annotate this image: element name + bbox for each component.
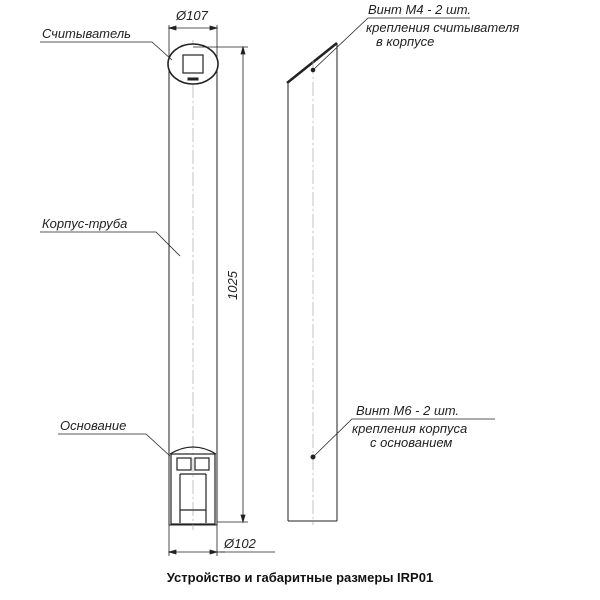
- label-base: Основание: [60, 418, 126, 433]
- label-reader: Считыватель: [42, 26, 131, 41]
- caption: Устройство и габаритные размеры IRP01: [167, 570, 433, 585]
- leaders: [40, 17, 495, 458]
- label-screw-m4: Винт М4 - 2 шт.: [368, 2, 471, 17]
- reader-top: [167, 43, 219, 85]
- dim-height: [193, 45, 248, 524]
- label-screw-m4-desc2: в корпусе: [376, 34, 434, 49]
- label-screw-m6: Винт М6 - 2 шт.: [356, 403, 459, 418]
- dim-height-text: 1025: [225, 270, 240, 300]
- label-screw-m6-desc2: с основанием: [370, 435, 452, 450]
- label-body-tube: Корпус-труба: [42, 216, 127, 231]
- tube-front-view: [168, 40, 218, 530]
- dim-top-diameter-text: Ø107: [175, 8, 209, 23]
- label-screw-m4-desc1: крепления считывателя: [366, 20, 519, 35]
- base-detail: [169, 446, 217, 525]
- label-screw-m6-desc1: крепления корпуса: [352, 421, 467, 436]
- dim-bottom-diameter: [167, 525, 275, 556]
- tube-side-view: [286, 42, 338, 525]
- dim-bottom-diameter-text: Ø102: [223, 536, 257, 551]
- dim-top-diameter: [167, 25, 219, 60]
